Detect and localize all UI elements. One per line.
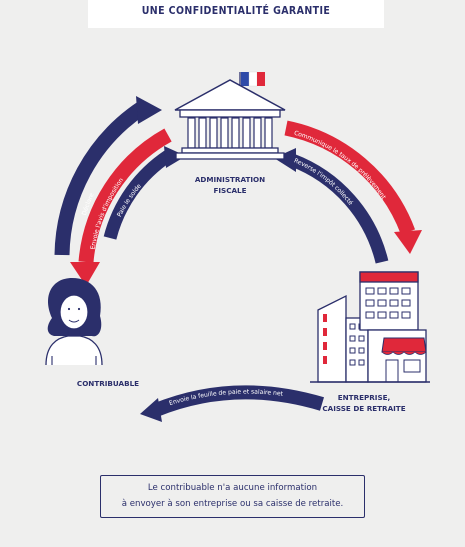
- administration-label-line1: ADMINISTRATION: [195, 175, 265, 184]
- info-note-line2: à envoyer à son entreprise ou sa caisse …: [121, 499, 344, 509]
- administration-label-line2: FISCALE: [213, 186, 246, 195]
- info-note-box: Le contribuable n'a aucune information à…: [100, 475, 365, 518]
- arrow-envoie-feuille: Envoie la feuille de paie et salaire net: [140, 385, 325, 422]
- page-title: UNE CONFIDENTIALITÉ GARANTIE: [141, 5, 331, 17]
- arrow-paie-solde: Paie le solde: [103, 146, 186, 240]
- entreprise-label-line2: CAISSE DE RETRAITE: [322, 404, 405, 413]
- arrow-communique-taux: Communique le taux de prélèvement: [284, 120, 422, 254]
- government-building-icon: [174, 71, 286, 160]
- contribuable-label: CONTRIBUABLE: [77, 379, 139, 388]
- info-note-line1: Le contribuable n'a aucune information: [147, 483, 318, 493]
- woman-portrait-icon: [45, 278, 103, 366]
- entreprise-label-line1: ENTREPRISE,: [338, 393, 391, 402]
- office-building-icon: [317, 271, 419, 383]
- shop-icon: [310, 329, 430, 383]
- title-band: UNE CONFIDENTIALITÉ GARANTIE: [88, 0, 384, 28]
